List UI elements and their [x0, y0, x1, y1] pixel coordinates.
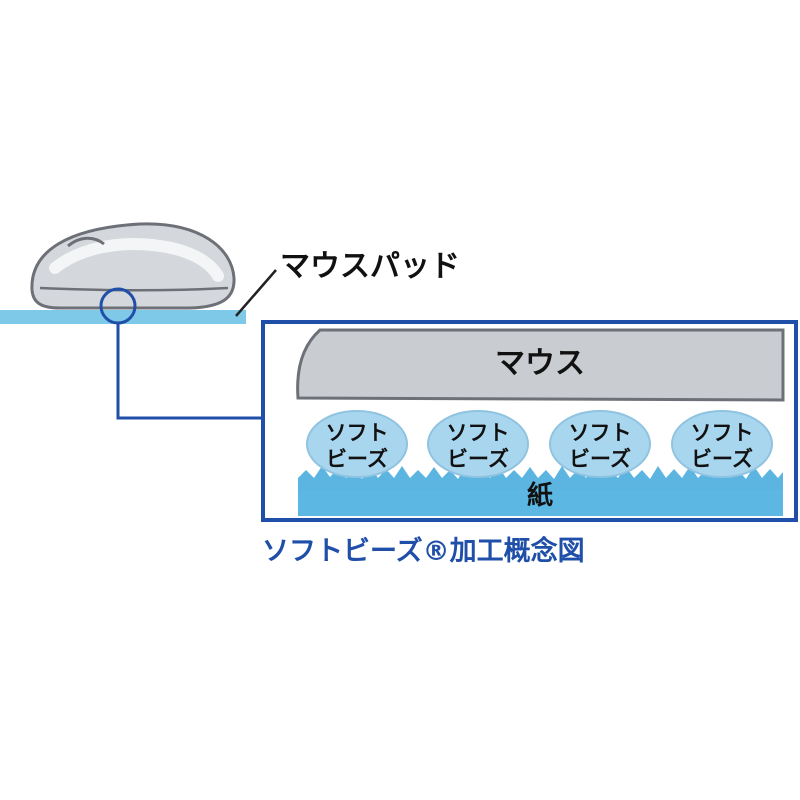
bead-label-line1: ソフト — [569, 421, 632, 445]
bead-4: ソフト ビーズ — [671, 410, 773, 478]
bead-1: ソフト ビーズ — [306, 410, 408, 478]
bead-label-line2: ビーズ — [569, 447, 631, 471]
magnifier-connector — [116, 323, 262, 420]
mousepad-strip — [0, 310, 246, 324]
bead-label-line2: ビーズ — [326, 447, 388, 471]
mouse-wheel — [67, 236, 105, 248]
bead-3: ソフト ビーズ — [549, 410, 651, 478]
paper-lower-band — [298, 490, 783, 516]
mousepad-leader-line — [235, 269, 277, 317]
bead-shape — [427, 410, 529, 478]
mousepad-label: マウスパッド — [280, 249, 460, 284]
bead-label-line2: ビーズ — [447, 447, 509, 471]
bead-label-line1: ソフト — [447, 421, 510, 445]
diagram-caption: ソフトビーズ®加工概念図 — [262, 535, 585, 567]
bead-label-line1: ソフト — [326, 421, 389, 445]
zoomed-mouse-label: マウス — [495, 346, 585, 381]
bead-shape — [306, 410, 408, 478]
bead-shape — [549, 410, 651, 478]
mouse-body — [30, 222, 236, 310]
bead-label-line1: ソフト — [691, 421, 754, 445]
paper-label: 紙 — [527, 480, 553, 511]
mouse-top-highlight — [49, 238, 224, 282]
bead-shape — [671, 410, 773, 478]
detail-frame: マウス 紙 ソフト ビーズ ソフト ビーズ ソフト ビーズ ソフト ビーズ — [261, 320, 798, 522]
bead-2: ソフト ビーズ — [427, 410, 529, 478]
zoomed-mouse-shape — [296, 328, 785, 402]
bead-label-line2: ビーズ — [691, 447, 753, 471]
